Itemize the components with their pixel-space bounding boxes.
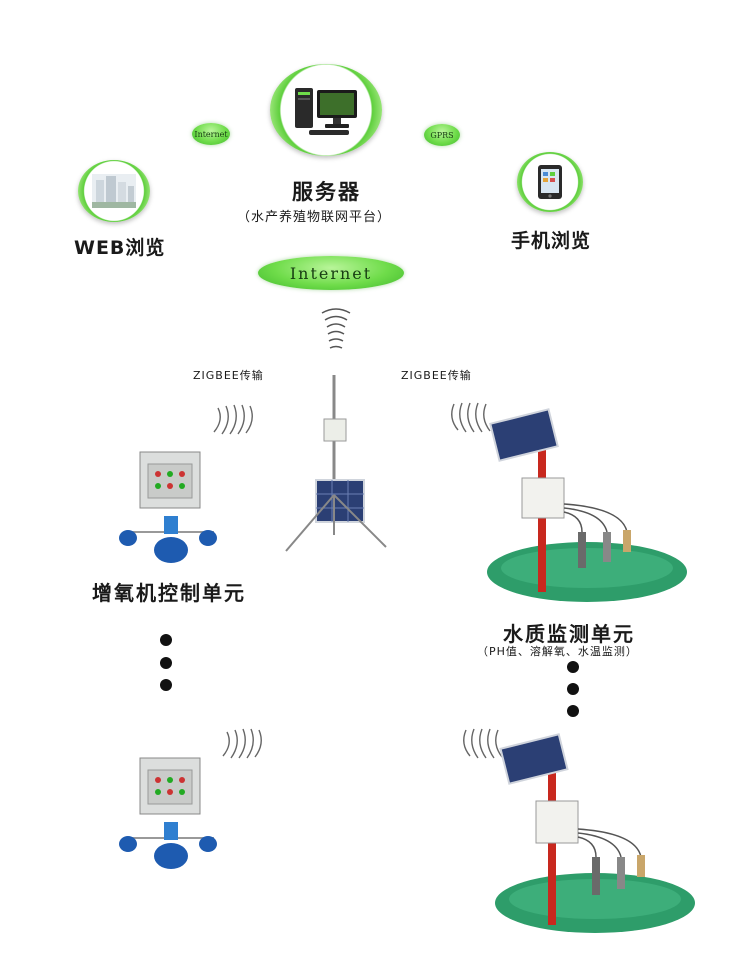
solar-panel-icon [499,733,569,785]
gprs-link: GPRS [424,124,460,146]
aerator-unit-2 [119,757,217,869]
water-quality-sublabel: （PH值、溶解氧、水温监测） [477,645,638,658]
ellipsis-dot [567,705,579,717]
signal-wave-icon [213,404,253,435]
signal-wave-icon [451,402,491,433]
ellipsis-dot [567,661,579,673]
transmission-right-label: ZIGBEE传输 [401,369,472,382]
signal-wave-icon [321,308,351,349]
mobile-label: 手机浏览 [511,230,592,252]
web-label: WEB浏览 [74,237,166,259]
server-sublabel: （水产养殖物联网平台） [237,210,392,225]
solar-panel-icon [489,408,559,462]
server-icon-ring [270,64,382,156]
server-label: 服务器 [292,180,361,204]
internet-link-small-label: Internet [194,129,228,139]
ellipsis-dot [160,679,172,691]
building-icon [92,174,136,208]
web-icon-ring [78,160,150,222]
gateway-box [323,418,347,442]
water-quality-unit-2 [495,733,695,933]
ellipsis-dot [160,634,172,646]
sensor-box [521,477,565,519]
smartphone-icon [538,165,562,199]
internet-link-main: Internet [258,256,404,290]
aerator-unit-1 [119,451,217,563]
ellipsis-dot [160,657,172,669]
gprs-link-label: GPRS [430,130,454,140]
internet-link-main-label: Internet [289,263,373,283]
transmission-left-label: ZIGBEE传输 [193,369,264,382]
water-quality-unit-1 [487,408,687,602]
support-pole [548,765,556,925]
aerator-label: 增氧机控制单元 [92,581,246,605]
signal-wave-icon [222,728,262,759]
signal-wave-icon [463,728,503,759]
computer-icon [295,88,357,135]
gateway-station [285,375,387,552]
mobile-icon-ring [517,152,583,212]
sensor-box [535,800,579,844]
internet-link-small: Internet [192,123,230,145]
water-quality-label: 水质监测单元 [503,622,635,646]
ellipsis-dot [567,683,579,695]
